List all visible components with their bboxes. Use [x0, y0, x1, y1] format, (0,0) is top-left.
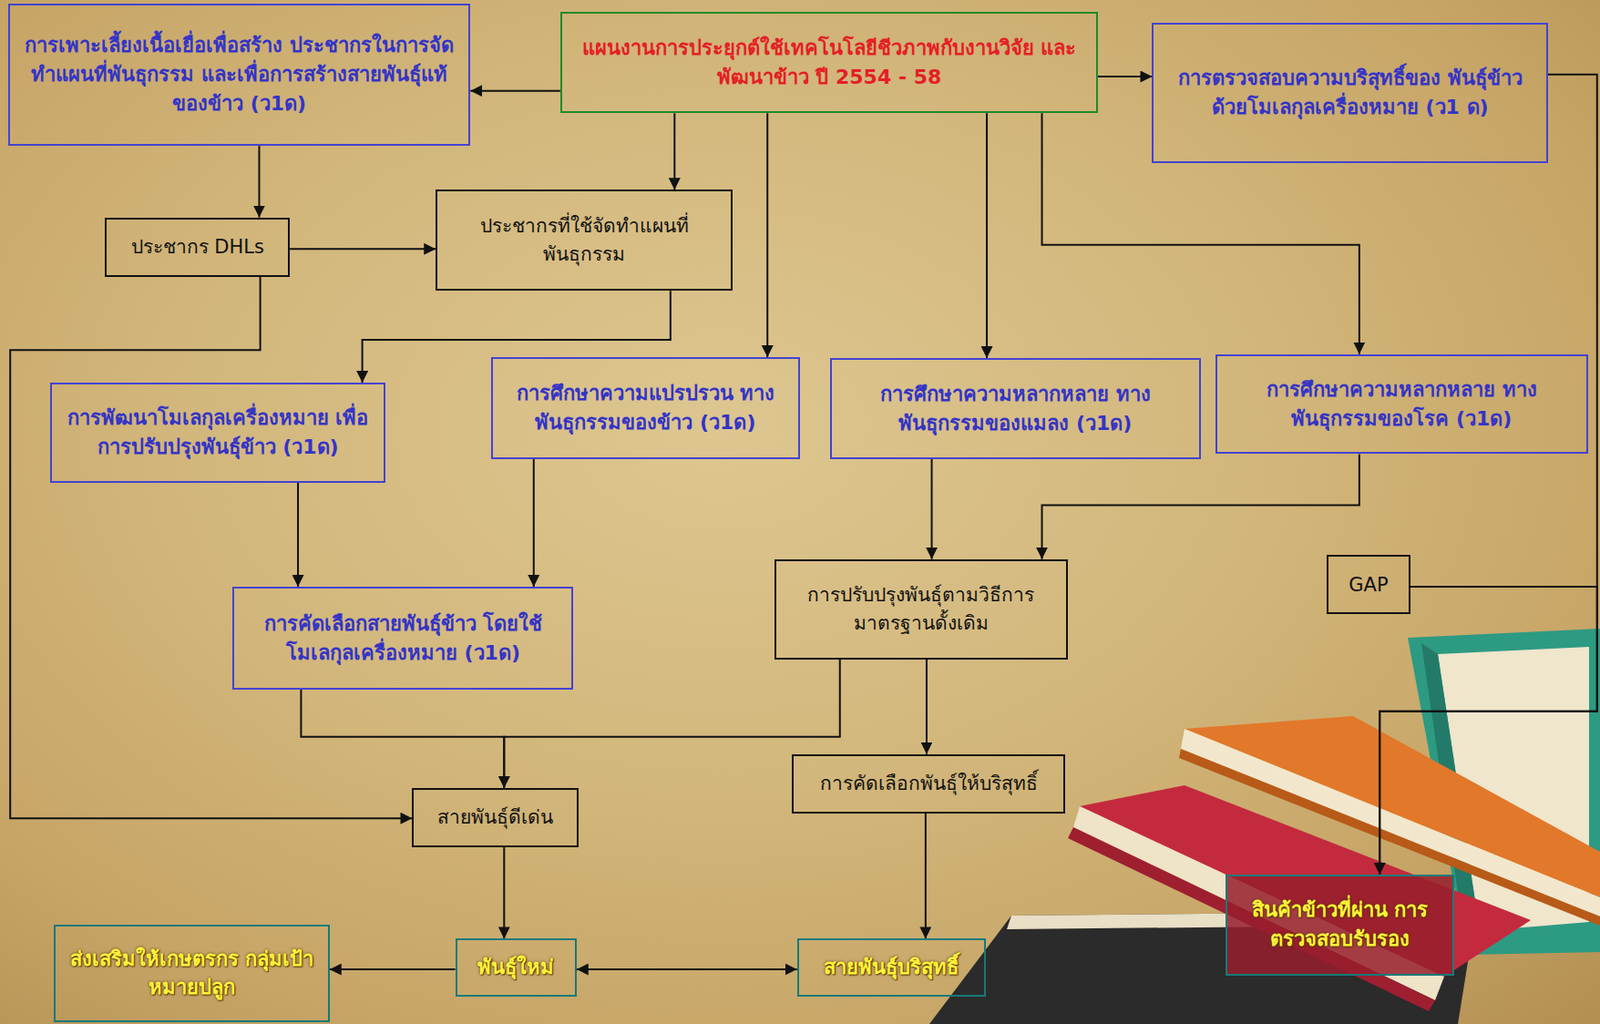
node-text: การคัดเลือกสายพันธุ์ข้าว โดยใช้โมเลกุลเค… — [243, 609, 563, 668]
flow-arrow — [1042, 112, 1360, 354]
node-text: สินค้าข้าวที่ผ่าน การตรวจสอบรับรอง — [1236, 895, 1444, 954]
flow-arrow — [766, 112, 769, 358]
node-text: การเพาะเลี้ยงเนื้อเยื่อเพื่อสร้าง ประชาก… — [19, 30, 460, 119]
process-box: GAP — [1326, 554, 1411, 615]
flow-arrow — [502, 847, 505, 940]
flow-arrow — [503, 659, 840, 789]
flow-arrow — [673, 112, 676, 190]
outcome-box: ส่งเสริมให้เกษตรกร กลุ่มเป้าหมายปลูก — [53, 924, 329, 1024]
node-text: การศึกษาความหลากหลาย ทางพันธุกรรมของโรค … — [1226, 375, 1578, 434]
node-text: การคัดเลือกพันธุ์ให้บริสุทธิ์ — [820, 769, 1038, 798]
node-text: ประชากร DHLs — [131, 233, 265, 261]
node-text: ส่งเสริมให้เกษตรกร กลุ่มเป้าหมายปลูก — [64, 944, 318, 1004]
node-text: การศึกษาความแปรปรวน ทางพันธุกรรมของข้าว … — [502, 379, 790, 438]
flow-arrow — [924, 813, 927, 940]
flow-arrow — [1042, 453, 1360, 559]
flow-arrow — [1379, 74, 1598, 875]
flow-arrow — [297, 482, 299, 587]
outcome-box: พันธุ์ใหม่ — [455, 938, 577, 997]
research-box: การเพาะเลี้ยงเนื้อเยื่อเพื่อสร้าง ประชาก… — [8, 3, 471, 146]
flow-arrow — [1379, 586, 1598, 875]
node-text: สายพันธุ์ดีเด่น — [437, 803, 554, 831]
flow-arrow — [362, 290, 671, 383]
process-box: การคัดเลือกพันธุ์ให้บริสุทธิ์ — [791, 754, 1066, 814]
flow-arrow — [925, 659, 928, 755]
node-text: สายพันธุ์บริสุทธิ์ — [823, 953, 959, 983]
plan-title-box: แผนงานการประยุกต์ใช้เทคโนโลยีชีวภาพกับงา… — [560, 11, 1098, 113]
process-box: การปรับปรุงพันธุ์ตามวิธีการ มาตรฐานดั้งเ… — [774, 559, 1067, 660]
node-text: แผนงานการประยุกต์ใช้เทคโนโลยีชีวภาพกับงา… — [571, 33, 1088, 93]
outcome-box: สินค้าข้าวที่ผ่าน การตรวจสอบรับรอง — [1225, 874, 1455, 976]
flow-arrow — [1097, 75, 1152, 78]
flow-arrow — [257, 145, 260, 217]
research-box: การศึกษาความแปรปรวน ทางพันธุกรรมของข้าว … — [491, 357, 800, 460]
node-text: การปรับปรุงพันธุ์ตามวิธีการ มาตรฐานดั้งเ… — [785, 581, 1057, 637]
research-box: การศึกษาความหลากหลาย ทางพันธุกรรมของโรค … — [1215, 354, 1589, 455]
flow-arrow — [300, 689, 504, 789]
process-box: ประชากร DHLs — [104, 217, 290, 277]
research-box: การศึกษาความหลากหลาย ทางพันธุกรรมของแมลง… — [830, 358, 1202, 460]
research-box: การคัดเลือกสายพันธุ์ข้าว โดยใช้โมเลกุลเค… — [232, 586, 574, 690]
research-box: การตรวจสอบความบริสุทธิ์ของ พันธุ์ข้าวด้ว… — [1151, 22, 1549, 165]
node-text: การตรวจสอบความบริสุทธิ์ของ พันธุ์ข้าวด้ว… — [1162, 63, 1538, 123]
flow-arrow — [931, 459, 934, 560]
node-text: ประชากรที่ใช้จัดทำแผนที่ พันธุกรรม — [446, 212, 722, 268]
node-text: GAP — [1348, 571, 1388, 599]
flow-arrow — [985, 112, 988, 359]
process-box: สายพันธุ์ดีเด่น — [411, 788, 579, 848]
flow-arrow — [289, 247, 436, 250]
node-text: การศึกษาความหลากหลาย ทางพันธุกรรมของแมลง… — [841, 379, 1191, 439]
flow-arrow — [533, 459, 535, 587]
process-box: ประชากรที่ใช้จัดทำแผนที่ พันธุกรรม — [435, 189, 733, 291]
flow-arrow — [329, 968, 456, 971]
outcome-box: สายพันธุ์บริสุทธิ์ — [797, 938, 986, 997]
node-text: การพัฒนาโมเลกุลเครื่องหมาย เพื่อการปรับป… — [61, 403, 375, 462]
orange-book-cover — [1184, 716, 1600, 898]
flow-arrow — [576, 968, 798, 971]
research-box: การพัฒนาโมเลกุลเครื่องหมาย เพื่อการปรับป… — [50, 382, 386, 483]
node-text: พันธุ์ใหม่ — [477, 953, 554, 983]
flow-arrow — [470, 90, 561, 93]
